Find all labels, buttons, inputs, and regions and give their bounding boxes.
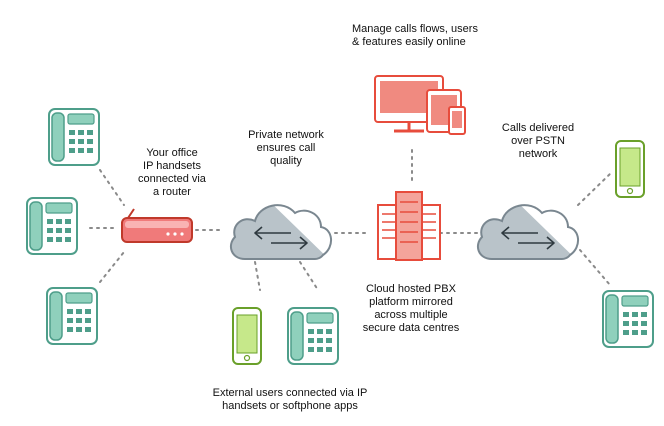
desk-phone-icon: [46, 287, 98, 345]
desk-phone-icon: [602, 290, 654, 348]
desk-phone-icon: [48, 108, 100, 166]
connector-cloud1-external: [254, 261, 261, 291]
connector-cloud2-mobile: [577, 171, 613, 206]
desk-phone-icon: [287, 307, 339, 365]
external-users-label: External users connected via IP handsets…: [212, 387, 368, 412]
mobile-phone-icon: [615, 140, 645, 198]
private-network-label: Private network ensures call quality: [248, 129, 324, 167]
desk-phone-icon: [26, 197, 78, 255]
web-devices-icon: [374, 75, 466, 135]
manage-online-label: Manage calls flows, users & features eas…: [352, 23, 478, 48]
connector-cloud2-phone: [579, 249, 611, 286]
private-network-cloud-icon: [225, 195, 335, 265]
connector-lines: [89, 149, 613, 291]
pbx-server-icon: [377, 191, 441, 261]
connector-cloud1-external2: [299, 261, 319, 291]
router-icon: [121, 208, 193, 243]
mobile-phone-icon: [232, 307, 262, 365]
pstn-label: Calls delivered over PSTN network: [501, 122, 575, 160]
cloud-pbx-label: Cloud hosted PBX platform mirrored acros…: [362, 283, 460, 334]
connector-phone3-router: [99, 251, 125, 283]
office-handsets-label: Your office IP handsets connected via a …: [138, 147, 206, 198]
pstn-cloud-icon: [472, 195, 582, 265]
connector-phone1-router: [99, 169, 125, 206]
